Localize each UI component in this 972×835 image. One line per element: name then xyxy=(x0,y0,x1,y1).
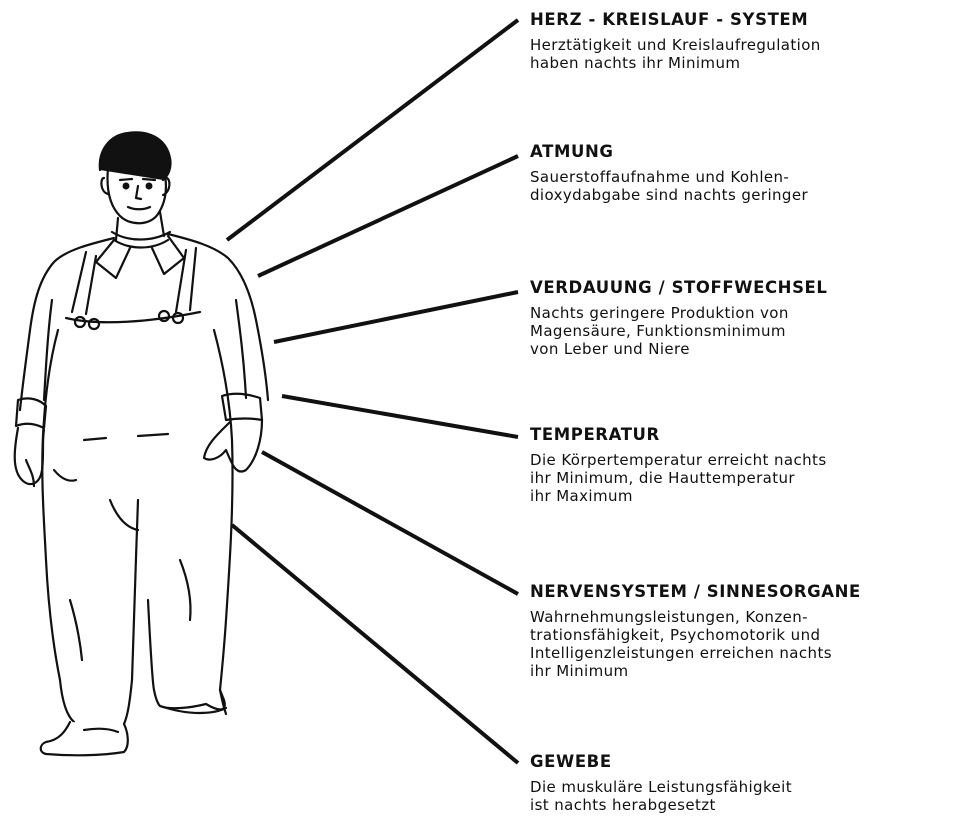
section-text-line: von Leber und Niere xyxy=(530,340,828,358)
section-nervensystem: NERVENSYSTEM / SINNESORGANE Wahrnehmungs… xyxy=(530,582,861,680)
section-title: ATMUNG xyxy=(530,142,808,162)
section-text-line: Herztätigkeit und Kreislaufregulation xyxy=(530,36,821,54)
section-title: GEWEBE xyxy=(530,752,792,772)
section-text-line: ihr Maximum xyxy=(530,487,827,505)
leader-line-gewebe xyxy=(232,525,518,763)
section-text-line: haben nachts ihr Minimum xyxy=(530,54,821,72)
section-atmung: ATMUNG Sauerstoffaufnahme und Kohlen- di… xyxy=(530,142,808,204)
section-text-line: Wahrnehmungsleistungen, Konzen- xyxy=(530,608,861,626)
section-text-line: Magensäure, Funktionsminimum xyxy=(530,322,828,340)
section-title: TEMPERATUR xyxy=(530,425,827,445)
section-title: VERDAUUNG / STOFFWECHSEL xyxy=(530,278,828,298)
section-herz: HERZ - KREISLAUF - SYSTEM Herztätigkeit … xyxy=(530,10,821,72)
section-text-line: Die muskuläre Leistungsfähigkeit xyxy=(530,778,792,796)
section-text-line: Intelligenzleistungen erreichen nachts xyxy=(530,644,861,662)
section-text-line: Nachts geringere Produktion von xyxy=(530,304,828,322)
leader-line-atmung xyxy=(258,156,518,276)
leader-line-herz xyxy=(227,20,518,240)
section-text-line: Sauerstoffaufnahme und Kohlen- xyxy=(530,168,808,186)
leader-line-nervensystem xyxy=(262,452,518,594)
section-text-line: Die Körpertemperatur erreicht nachts xyxy=(530,451,827,469)
section-text-line: ihr Minimum, die Hauttemperatur xyxy=(530,469,827,487)
leader-line-verdauung xyxy=(274,292,518,342)
section-gewebe: GEWEBE Die muskuläre Leistungsfähigkeit … xyxy=(530,752,792,814)
section-temperatur: TEMPERATUR Die Körpertemperatur erreicht… xyxy=(530,425,827,505)
leader-line-temperatur xyxy=(282,396,518,437)
section-title: HERZ - KREISLAUF - SYSTEM xyxy=(530,10,821,30)
section-title: NERVENSYSTEM / SINNESORGANE xyxy=(530,582,861,602)
section-text-line: ist nachts herabgesetzt xyxy=(530,796,792,814)
section-text-line: trationsfähigkeit, Psychomotorik und xyxy=(530,626,861,644)
section-text-line: ihr Minimum xyxy=(530,662,861,680)
section-text-line: dioxydabgabe sind nachts geringer xyxy=(530,186,808,204)
section-verdauung: VERDAUUNG / STOFFWECHSEL Nachts geringer… xyxy=(530,278,828,358)
